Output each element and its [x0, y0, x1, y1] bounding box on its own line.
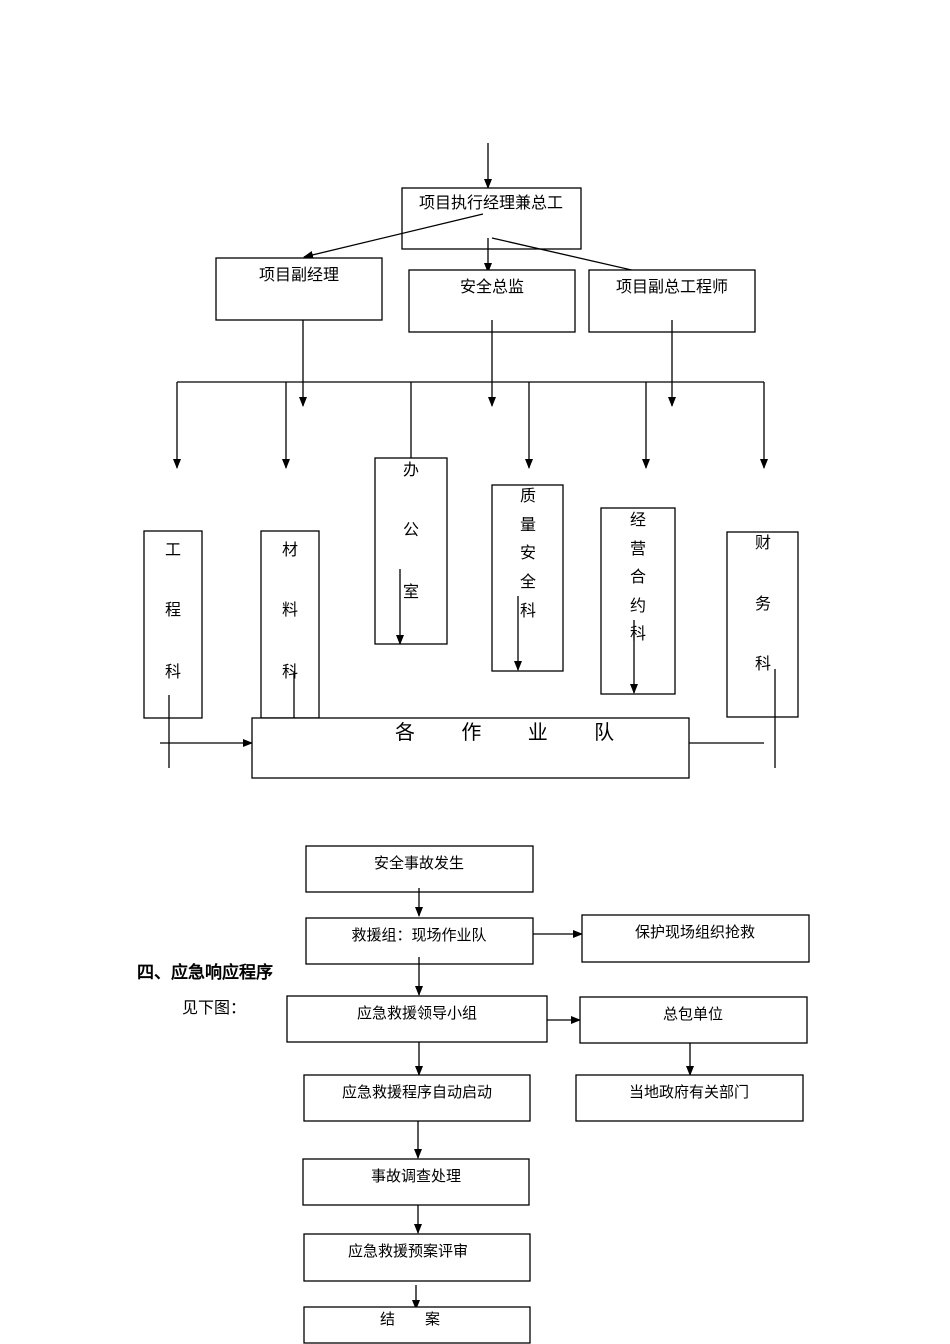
- flow-protect-scene-label: 保护现场组织抢救: [635, 923, 755, 941]
- node-safety-director-label: 安全总监: [460, 277, 524, 296]
- flow-accident-label: 安全事故发生: [374, 854, 464, 872]
- flow-local-gov: [575, 1074, 804, 1122]
- flow-close-label: 结 案: [380, 1310, 440, 1328]
- section-heading: 四、应急响应程序: [137, 963, 273, 983]
- node-deputy-chief-engineer-label: 项目副总工程师: [616, 277, 728, 296]
- flow-rescue-team-label: 救援组：现场作业队: [351, 926, 486, 944]
- dept-office-char: 室: [403, 582, 419, 601]
- flow-protect-scene: [581, 914, 810, 963]
- dept-finance-char: 财: [755, 533, 771, 552]
- dept-quality-safety-char: 质: [520, 486, 536, 505]
- dept-quality-safety-char: 安: [520, 543, 536, 562]
- flow-auto-start-label: 应急救援程序自动启动: [342, 1083, 492, 1101]
- dept-business-contract-char: 科: [630, 624, 646, 643]
- dept-office-char: 公: [403, 520, 419, 539]
- dept-business-contract-char: 合: [630, 567, 646, 586]
- dept-quality-safety: [491, 484, 564, 672]
- flow-leadership-label: 应急救援领导小组: [357, 1004, 477, 1022]
- dept-office-char: 办: [403, 460, 419, 479]
- node-top-manager-label: 项目执行经理兼总工: [419, 193, 563, 212]
- flow-general-contractor-label: 总包单位: [663, 1005, 723, 1023]
- emergency-flowchart: 安全事故发生 救援组：现场作业队 保护现场组织抢救 应急救援领导小组 总包单位 …: [286, 845, 810, 1344]
- org-chart: 项目执行经理兼总工 项目副经理 安全总监 项目副总工程师 工 程 科 材 料: [143, 143, 799, 779]
- node-work-teams: [251, 717, 690, 779]
- dept-quality-safety-char: 量: [520, 515, 536, 534]
- node-deputy-manager-label: 项目副经理: [259, 265, 339, 284]
- dept-business-contract-char: 营: [630, 539, 646, 558]
- section-subtext: 见下图：: [182, 998, 247, 1017]
- dept-materials-char: 科: [282, 662, 298, 681]
- dept-materials: [260, 530, 320, 719]
- connector-arrow: [303, 213, 484, 259]
- flow-review-label: 应急救援预案评审: [348, 1242, 468, 1260]
- dept-engineering-char: 工: [165, 540, 181, 559]
- flow-general-contractor: [579, 996, 808, 1044]
- dept-finance-char: 科: [755, 654, 771, 673]
- dept-office: [374, 457, 448, 645]
- flow-rescue-team: [305, 917, 534, 965]
- node-top-manager: [401, 187, 582, 250]
- dept-business-contract-char: 经: [630, 510, 646, 529]
- dept-engineering: [143, 530, 203, 719]
- dept-engineering-char: 科: [165, 662, 181, 681]
- dept-engineering-char: 程: [165, 600, 181, 619]
- node-deputy-manager: [215, 257, 383, 321]
- flow-investigation: [302, 1158, 530, 1206]
- dept-finance-char: 务: [755, 594, 771, 613]
- flow-accident: [305, 845, 534, 893]
- node-work-teams-label: 各 作 业 队: [395, 720, 634, 744]
- dept-materials-char: 材: [282, 540, 298, 559]
- dept-quality-safety-char: 全: [520, 572, 536, 591]
- flow-local-gov-label: 当地政府有关部门: [629, 1083, 749, 1101]
- flow-auto-start: [303, 1074, 531, 1122]
- flow-leadership: [286, 995, 548, 1043]
- dept-materials-char: 料: [282, 600, 298, 619]
- flow-close: [303, 1306, 531, 1344]
- dept-business-contract: [600, 507, 676, 695]
- flow-review: [303, 1233, 531, 1282]
- dept-finance: [726, 531, 799, 718]
- flow-investigation-label: 事故调查处理: [371, 1167, 461, 1185]
- dept-quality-safety-char: 科: [520, 601, 536, 620]
- dept-business-contract-char: 约: [630, 596, 646, 615]
